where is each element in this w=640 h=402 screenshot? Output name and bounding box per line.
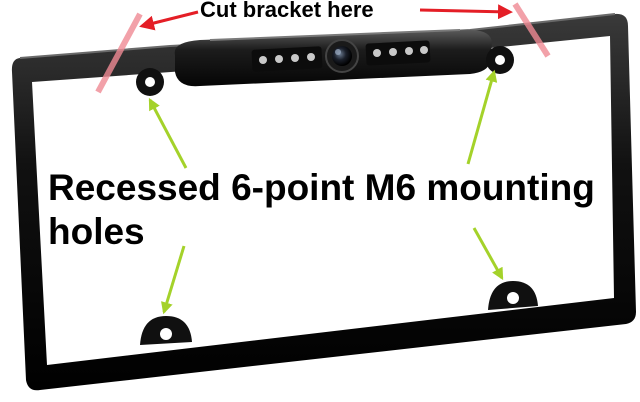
led-light — [389, 48, 397, 56]
mounting-hole-top-left — [136, 68, 164, 96]
cut-mark-right — [512, 2, 551, 58]
cut-bracket-label: Cut bracket here — [200, 0, 374, 22]
cut-arrow-right — [419, 4, 513, 20]
mounting-hole-bottom-right — [488, 281, 538, 310]
cut-mark-left — [95, 12, 143, 94]
led-light — [291, 54, 299, 62]
hole-arrow-top-left — [148, 97, 188, 169]
led-light — [405, 47, 413, 55]
mounting-hole-top-right — [486, 46, 514, 74]
led-light — [259, 56, 267, 64]
mounting-hole-bottom-left — [140, 316, 192, 345]
camera-module — [174, 29, 493, 87]
hole-arrow-top-right — [466, 69, 498, 165]
cut-arrow-left — [139, 10, 199, 31]
led-light — [307, 53, 315, 61]
led-light — [420, 46, 428, 54]
hole-arrow-bottom-left — [161, 245, 186, 315]
led-light — [373, 49, 381, 57]
mounting-holes-label: Recessed 6-point M6 mounting holes — [48, 167, 595, 252]
hole-arrow-bottom-right — [472, 227, 504, 281]
led-light — [275, 55, 283, 63]
